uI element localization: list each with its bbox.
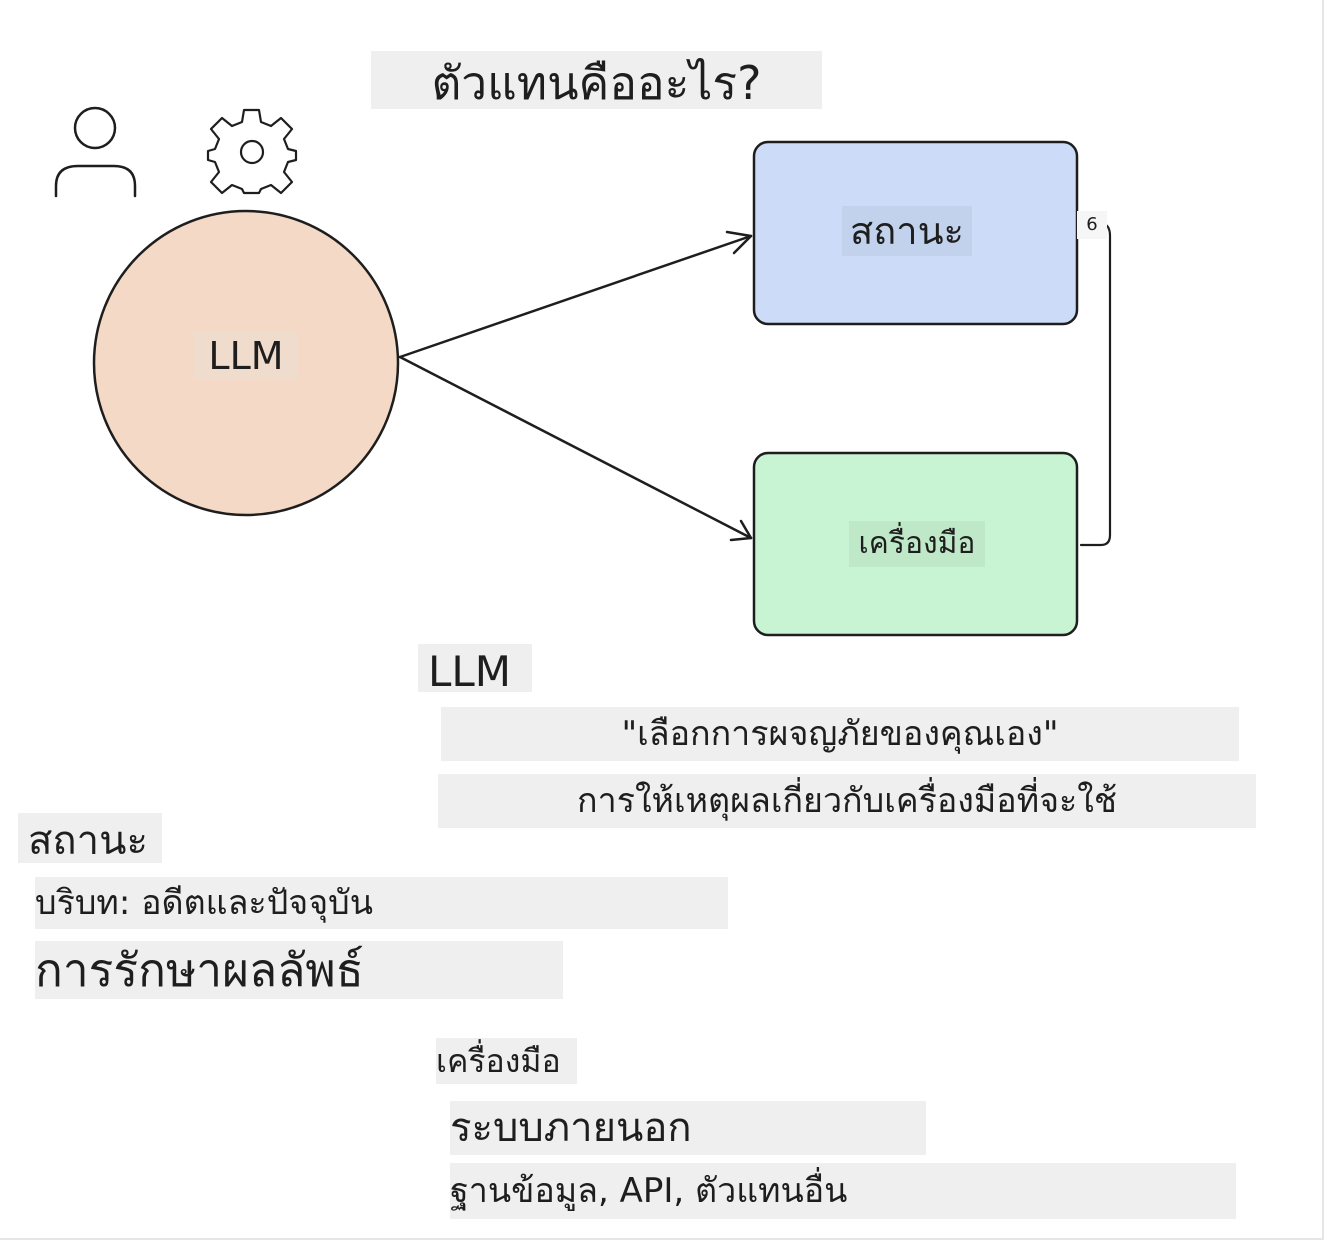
tools-note-heading: เครื่องมือ bbox=[436, 1038, 577, 1084]
state-node-label: สถานะ bbox=[842, 206, 972, 256]
state-note-line1: บริบท: อดีตและปัจจุบัน bbox=[35, 877, 728, 929]
tools-state-connector bbox=[1079, 222, 1112, 547]
llm-note-line2: การให้เหตุผลเกี่ยวกับเครื่องมือที่จะใช้ bbox=[438, 774, 1256, 828]
tools-node-label: เครื่องมือ bbox=[849, 521, 985, 567]
arrow-llm-to-tools bbox=[398, 355, 753, 542]
loop-marker: 6 bbox=[1077, 211, 1107, 239]
llm-note-heading: LLM bbox=[418, 644, 532, 693]
diagram-title: ตัวแทนคืออะไร? bbox=[371, 51, 822, 109]
llm-node-label: LLM bbox=[194, 332, 298, 380]
tools-note-line2: ฐานข้อมูล, API, ตัวแทนอื่น bbox=[450, 1163, 1236, 1219]
gear-icon bbox=[206, 108, 298, 195]
state-note-heading: สถานะ bbox=[18, 813, 162, 863]
arrow-llm-to-state bbox=[398, 230, 753, 359]
tools-note-line1: ระบบภายนอก bbox=[450, 1101, 926, 1155]
person-icon bbox=[54, 106, 137, 198]
llm-note-line1: "เลือกการผจญภัยของคุณเอง" bbox=[441, 707, 1239, 761]
state-note-line2: การรักษาผลลัพธ์ bbox=[35, 941, 563, 999]
